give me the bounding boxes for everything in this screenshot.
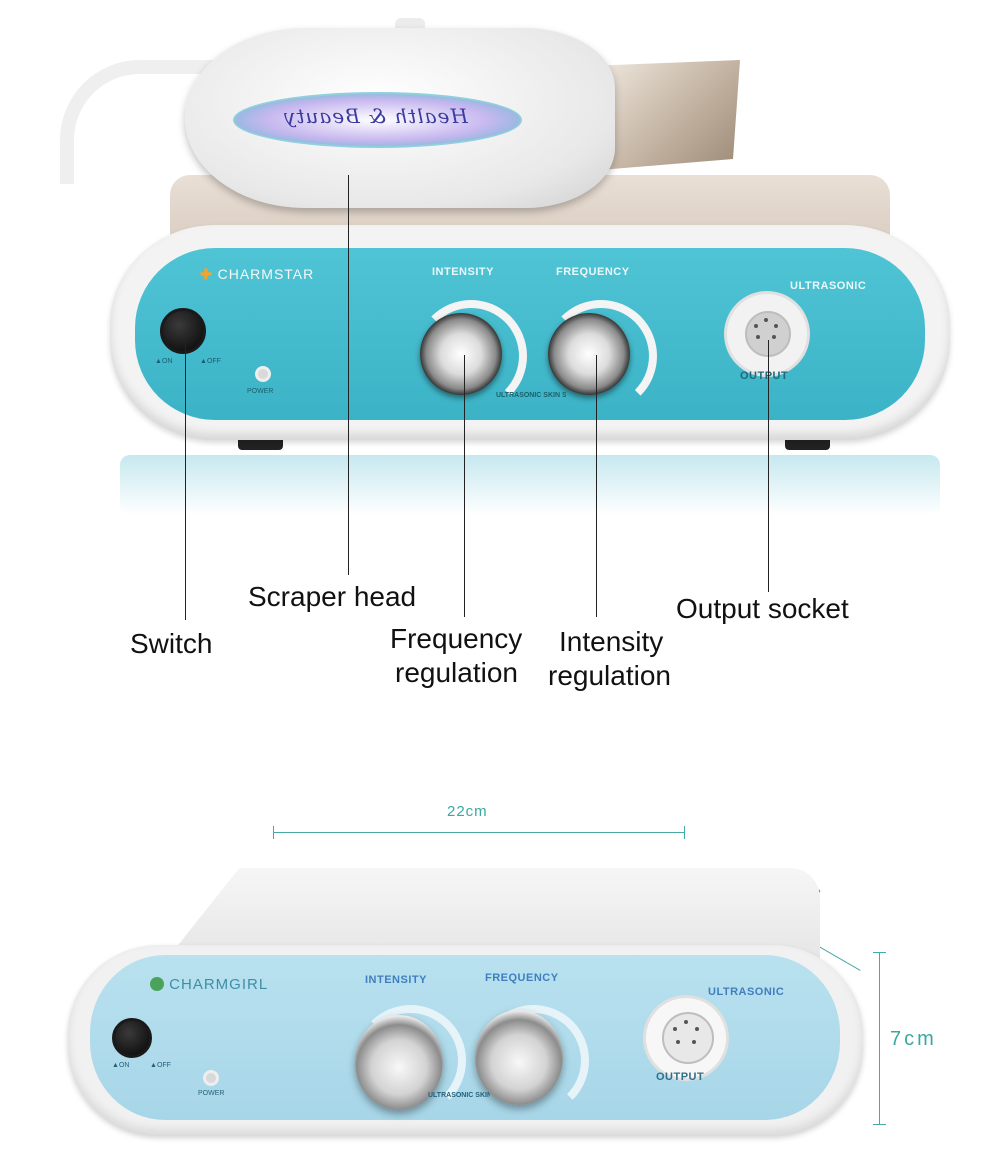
- scraper-callout-line: [348, 175, 349, 575]
- switch-off-label: ▲OFF: [200, 358, 221, 365]
- power-label: POWER: [198, 1090, 225, 1097]
- handle-badge: [233, 92, 522, 148]
- socket-pin: [692, 1040, 696, 1044]
- frequency-knob[interactable]: [548, 313, 630, 395]
- power-switch[interactable]: [160, 308, 206, 354]
- power-switch[interactable]: [112, 1018, 152, 1058]
- frequency-label: FREQUENCY: [556, 266, 630, 278]
- output-label: OUTPUT: [740, 370, 789, 382]
- switch-callout: Switch: [130, 628, 213, 659]
- handle-badge-text: Health & Beauty: [283, 104, 468, 128]
- scraper-blade: [600, 60, 740, 170]
- intensity-callout-line: [596, 355, 597, 617]
- frequency-callout-line: [464, 355, 465, 617]
- frequency-callout-line2: regulation: [395, 657, 518, 688]
- socket-pin: [676, 1040, 680, 1044]
- switch-callout-line: [185, 335, 186, 620]
- output-socket-callout: Output socket: [676, 593, 849, 624]
- intensity-knob[interactable]: [420, 313, 502, 395]
- socket-pin: [695, 1027, 699, 1031]
- socket-pin: [764, 318, 768, 322]
- height-dimension-line: [879, 952, 880, 1124]
- switch-on-label: ▲ON: [112, 1062, 130, 1069]
- socket-pin: [774, 324, 778, 328]
- width-dimension-tick: [684, 826, 685, 839]
- power-label: POWER: [247, 388, 274, 395]
- device-reflection: [120, 455, 940, 515]
- device-model-text: ULTRASONIC SKIN SCRUBBER: [428, 1092, 490, 1099]
- height-dimension-tick: [873, 1124, 886, 1125]
- intensity-callout-line1: Intensity: [559, 626, 664, 657]
- width-dimension-label: 22cm: [447, 803, 488, 820]
- scraper-head-callout: Scraper head: [248, 581, 417, 612]
- power-indicator-light: [255, 366, 271, 382]
- power-indicator-light: [203, 1070, 219, 1086]
- width-dimension-tick: [273, 826, 274, 839]
- device-model-text: ULTRASONIC SKIN SCRUBBER: [496, 392, 566, 399]
- intensity-label: INTENSITY: [432, 266, 494, 278]
- frequency-knob[interactable]: [475, 1010, 563, 1105]
- frequency-label: FREQUENCY: [485, 972, 559, 984]
- brand-leaf-icon: [150, 977, 164, 991]
- frequency-knob-ring: [478, 1005, 589, 1116]
- width-dimension-line: [273, 832, 685, 833]
- frequency-callout-line1: Frequency: [390, 623, 523, 654]
- frequency-knob-ring: [545, 300, 657, 412]
- socket-pin: [754, 324, 758, 328]
- intensity-callout-line2: regulation: [548, 660, 671, 691]
- intensity-label: INTENSITY: [365, 974, 427, 986]
- ultrasonic-label: ULTRASONIC: [790, 280, 867, 292]
- socket-pin: [756, 335, 760, 339]
- switch-on-label: ▲ON: [155, 358, 173, 365]
- output-socket[interactable]: [662, 1012, 714, 1064]
- height-dimension-label: 7cm: [890, 1028, 937, 1050]
- intensity-knob-ring: [415, 300, 527, 412]
- ultrasonic-label: ULTRASONIC: [708, 986, 785, 998]
- switch-off-label: ▲OFF: [150, 1062, 171, 1069]
- brand-cross-icon: ✚: [200, 266, 213, 282]
- brand-logo: ✚ CHARMSTAR: [200, 266, 315, 282]
- intensity-knob-ring: [355, 1005, 466, 1116]
- socket-pin: [673, 1027, 677, 1031]
- socket-pin: [772, 335, 776, 339]
- height-dimension-tick: [873, 952, 886, 953]
- intensity-knob[interactable]: [355, 1015, 443, 1110]
- brand-logo: CHARMGIRL: [150, 976, 268, 993]
- socket-pin: [684, 1020, 688, 1024]
- output-label: OUTPUT: [656, 1071, 705, 1083]
- output-callout-line: [768, 340, 769, 592]
